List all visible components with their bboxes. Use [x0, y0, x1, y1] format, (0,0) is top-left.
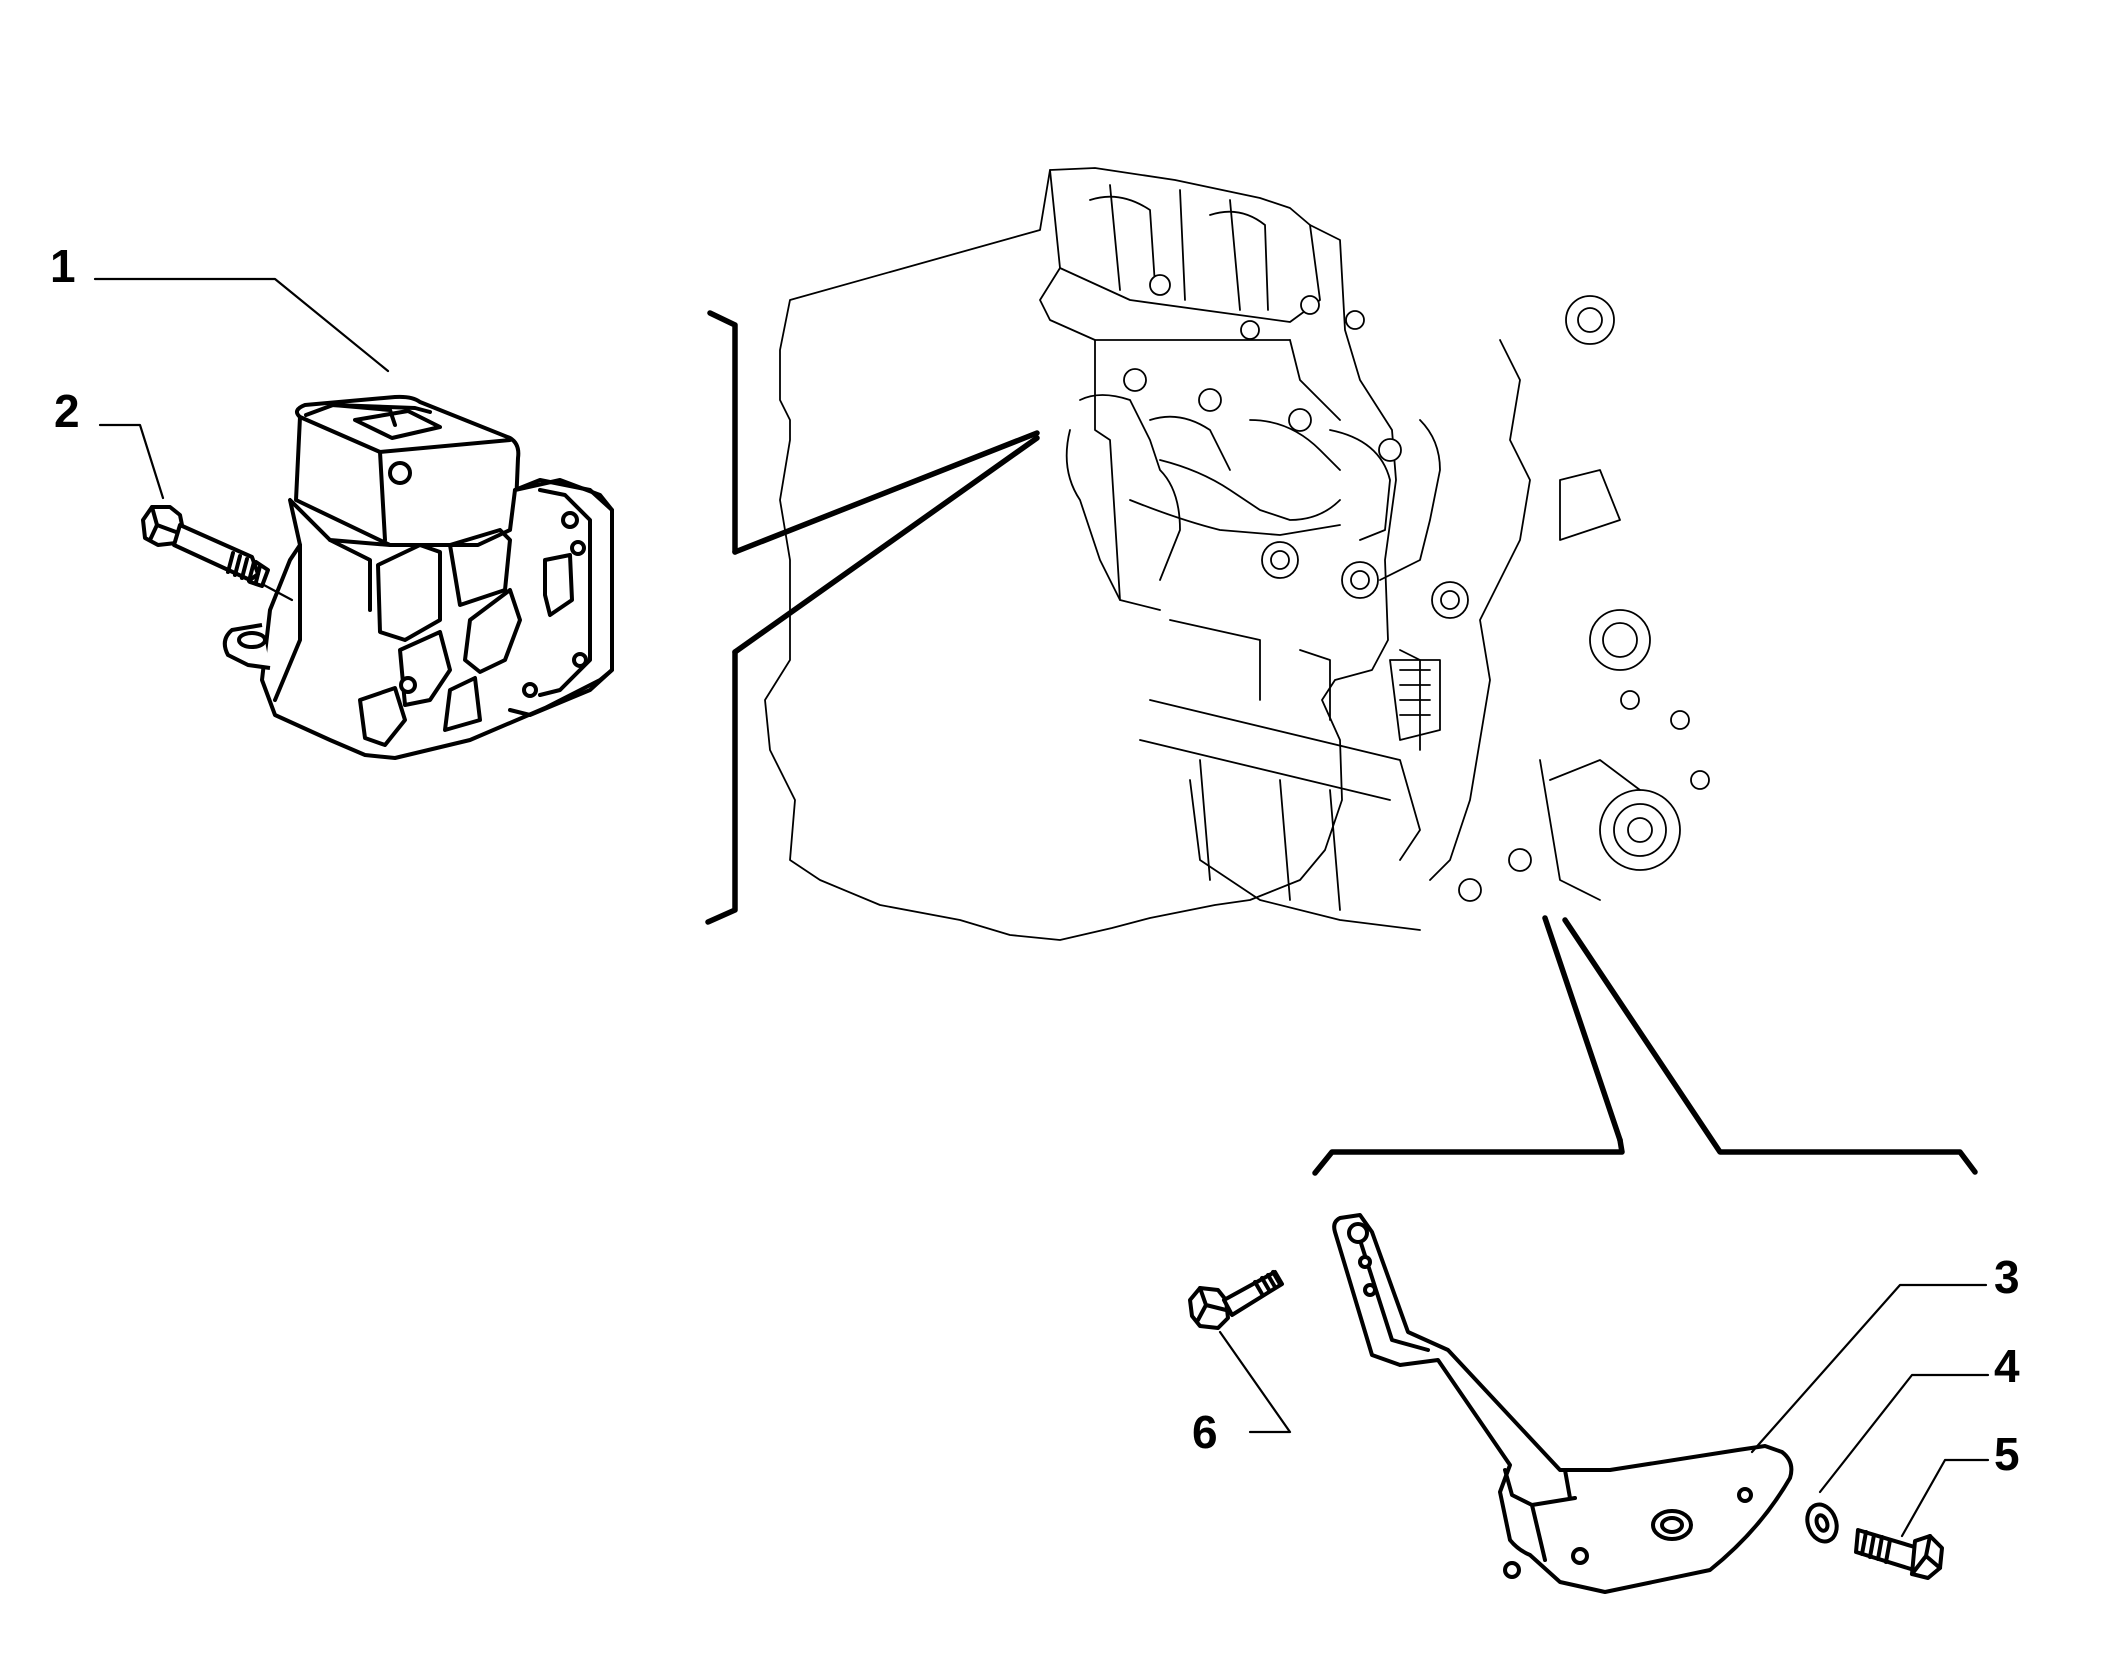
engine-block [764, 167, 1710, 941]
engine-mount-bracket [222, 394, 614, 760]
callout-1: 1 [50, 240, 76, 292]
leader-lines-right [1218, 1283, 1990, 1538]
callout-2: 2 [54, 385, 80, 437]
callout-5: 5 [1994, 1428, 2020, 1480]
lower-bracket-group [1312, 915, 1978, 1176]
mount-bolt-long [141, 505, 270, 588]
support-bracket [1332, 1213, 1794, 1594]
flanged-bolt-short [1188, 1270, 1284, 1330]
callout-4: 4 [1994, 1340, 2020, 1392]
engine-mount-bracket-assembly [705, 310, 1040, 925]
hex-bolt [1854, 1528, 1944, 1580]
washer [1805, 1502, 1839, 1544]
callout-6: 6 [1192, 1406, 1218, 1458]
leader-lines-left [93, 277, 390, 602]
callout-labels: 1 2 3 4 5 6 [50, 240, 2020, 1480]
callout-3: 3 [1994, 1251, 2020, 1303]
